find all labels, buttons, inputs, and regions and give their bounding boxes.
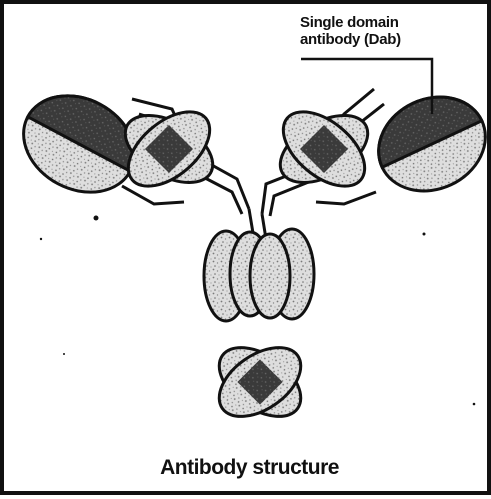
figure-caption: Antibody structure (4, 456, 491, 480)
right-crossed-domain (269, 97, 379, 200)
fc-lower-crossed-domain (207, 333, 313, 430)
antibody-illustration (4, 4, 491, 499)
dab-callout-line1: Single domain (300, 14, 450, 31)
right-dab-domain (363, 80, 491, 208)
fc-upper-domains (204, 229, 314, 321)
dab-callout-line2: antibody (Dab) (300, 31, 450, 48)
dab-callout-label: Single domain antibody (Dab) (300, 14, 450, 48)
left-crossed-domain (114, 97, 224, 200)
